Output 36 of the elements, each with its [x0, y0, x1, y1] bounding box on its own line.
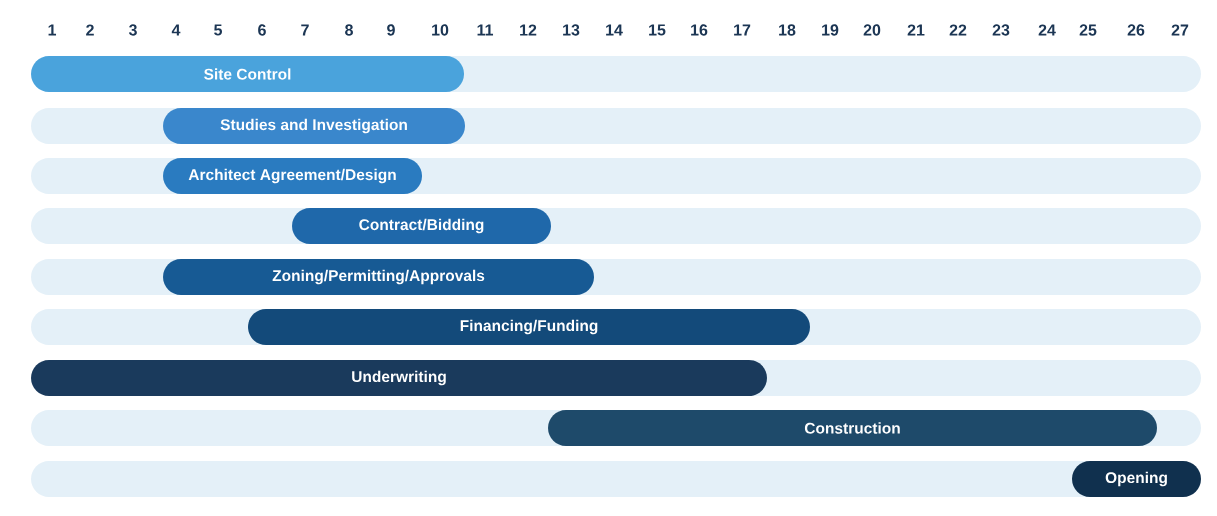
month-number: 19: [822, 24, 839, 36]
month-number: 18: [779, 24, 796, 36]
month-number: 12: [520, 24, 537, 36]
month-number: 15: [649, 24, 666, 36]
month-number: 2: [86, 24, 94, 36]
month-number: 9: [387, 24, 395, 36]
task-bar: Construction: [548, 410, 1157, 446]
month-number: 1: [48, 24, 56, 36]
month-number: 16: [691, 24, 708, 36]
month-number: 26: [1127, 24, 1145, 36]
month-number: 17: [734, 24, 751, 36]
month-number: 14: [606, 24, 623, 36]
month-number: 22: [949, 24, 967, 36]
month-number: 5: [214, 24, 222, 36]
task-bar: Site Control: [31, 56, 464, 92]
month-number: 20: [863, 24, 881, 36]
month-number: 25: [1079, 24, 1097, 36]
month-number: 24: [1038, 24, 1056, 36]
month-number: 8: [345, 24, 353, 36]
task-bar: Architect Agreement/Design: [163, 158, 422, 194]
month-number: 21: [907, 24, 925, 36]
month-number: 3: [128, 24, 137, 36]
task-bar: Financing/Funding: [248, 309, 810, 345]
month-number: 4: [171, 24, 181, 36]
month-number: 6: [258, 24, 266, 36]
month-number: 23: [992, 24, 1010, 36]
month-number: 7: [301, 24, 309, 36]
task-bar: Zoning/Permitting/Approvals: [163, 259, 594, 295]
month-number: 27: [1171, 24, 1189, 36]
task-bar: Underwriting: [31, 360, 767, 396]
task-bar: Studies and Investigation: [163, 108, 465, 144]
month-number: 13: [563, 24, 580, 36]
task-bar: Contract/Bidding: [292, 208, 551, 244]
task-bar: Opening: [1072, 461, 1201, 497]
month-number: 10: [432, 24, 449, 36]
month-number: 11: [477, 24, 493, 36]
